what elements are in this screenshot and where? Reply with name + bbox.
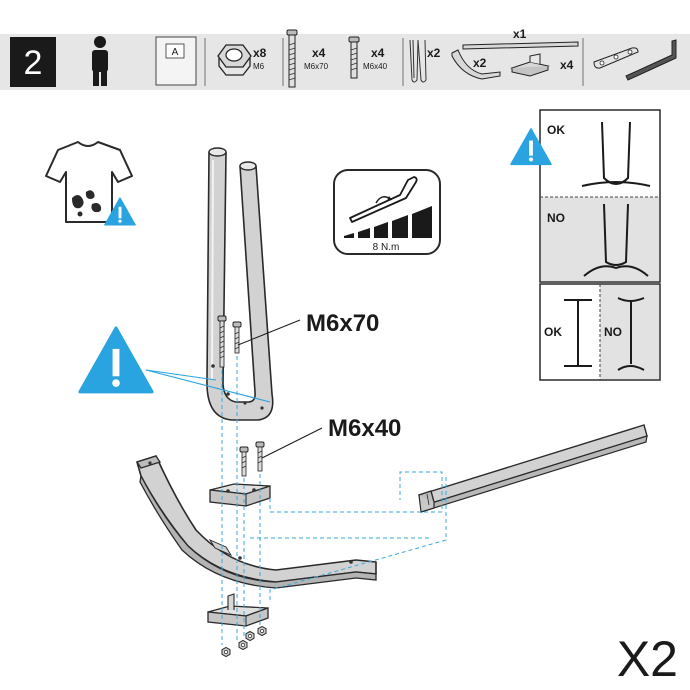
step-number-box [10,37,56,87]
person-icon [92,36,108,86]
short-bolts [239,441,265,477]
short-bolt-qty: x4 [371,46,385,60]
long-bolt-size: M6x70 [304,62,329,71]
curved-base-qty: x2 [473,56,487,70]
bracket-icon [510,53,550,77]
allen-key-torque-icon [349,176,418,223]
curved-base-icon [451,49,501,80]
no-label-2: NO [604,325,622,339]
check-panel: OK NO OK NO [539,109,661,381]
short-bolt-icon [348,36,360,79]
curved-base [135,455,377,589]
rod-qty: x1 [513,27,527,41]
step-number: 2 [24,44,43,82]
ok-label-2: OK [544,325,562,339]
long-bolt-icon [286,29,298,88]
parts-bar: 2 A x8 M6 x4 M6x70 [0,27,690,90]
ok-tube-detail [581,121,651,187]
torque-scale-icon [344,206,432,238]
short-bolt-size: M6x40 [363,62,388,71]
nuts [221,625,267,658]
torque-value: 8 N.m [373,242,400,253]
brackets-qty: x4 [560,58,574,72]
leg-frame [206,147,274,421]
no-profile-detail [617,297,645,371]
no-label: NO [547,211,565,225]
nut-icon [217,44,252,76]
legs-qty: x2 [427,46,441,60]
leg-frame-icon [409,39,427,83]
connector-plate-icon [593,47,639,69]
long-bolts [217,315,242,368]
alignment-lines [221,356,447,645]
hardware-bag-icon: A [155,36,197,86]
callout-bolt-short: M6x40 [328,415,401,442]
long-bolt-qty: x4 [312,46,326,60]
warning-pointers [145,369,271,403]
lower-bracket [207,593,269,627]
ok-profile-detail [564,299,592,367]
callout-pointer-short [261,427,323,459]
base-rod [418,424,648,513]
nut-qty: x8 [253,46,267,60]
nut-size: M6 [253,62,265,71]
upper-bracket [209,483,271,507]
tshirt-grease-icon [45,141,133,223]
crossbar-rod-icon [462,41,579,50]
torque-box: 8 N.m [333,169,441,255]
callout-bolt-long: M6x70 [306,310,379,337]
bag-label: A [172,47,179,58]
ok-label: OK [547,123,565,137]
callout-pointer-long [237,319,301,346]
repeat-label: X2 [617,631,678,687]
warning-icon-large [80,328,152,392]
allen-key-icon [625,39,677,81]
no-tube-detail [583,203,649,277]
